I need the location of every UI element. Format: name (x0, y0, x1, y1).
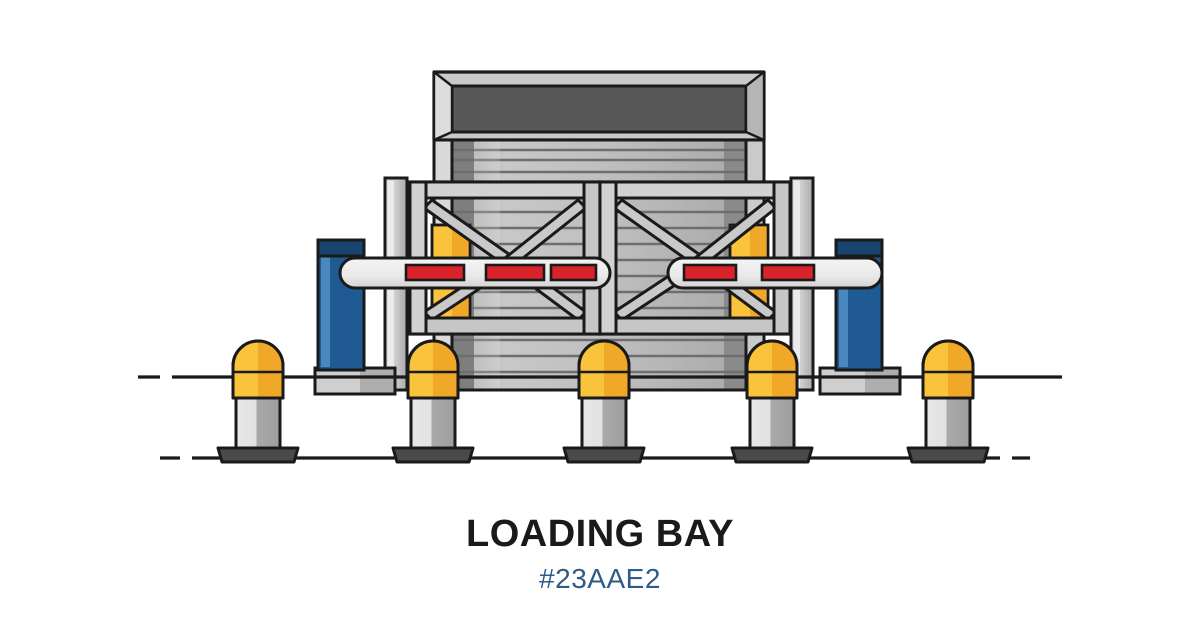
page-title: LOADING BAY (465, 513, 734, 555)
bollard-1 (216, 339, 300, 464)
barrier-right (666, 238, 902, 396)
bollard-5 (906, 339, 990, 464)
barrier-arm-left (338, 256, 612, 290)
bollards-group (216, 339, 990, 464)
color-code-label: #23AAE2 (539, 563, 661, 594)
bollard-4 (730, 339, 814, 464)
bollard-2 (391, 339, 475, 464)
barrier-arm-right (666, 256, 884, 290)
barrier-left (313, 238, 612, 396)
canopy (432, 70, 766, 142)
gate-leaf-left (408, 180, 602, 336)
bollard-3 (562, 339, 646, 464)
caption-block: LOADING BAY #23AAE2 (0, 512, 1200, 596)
